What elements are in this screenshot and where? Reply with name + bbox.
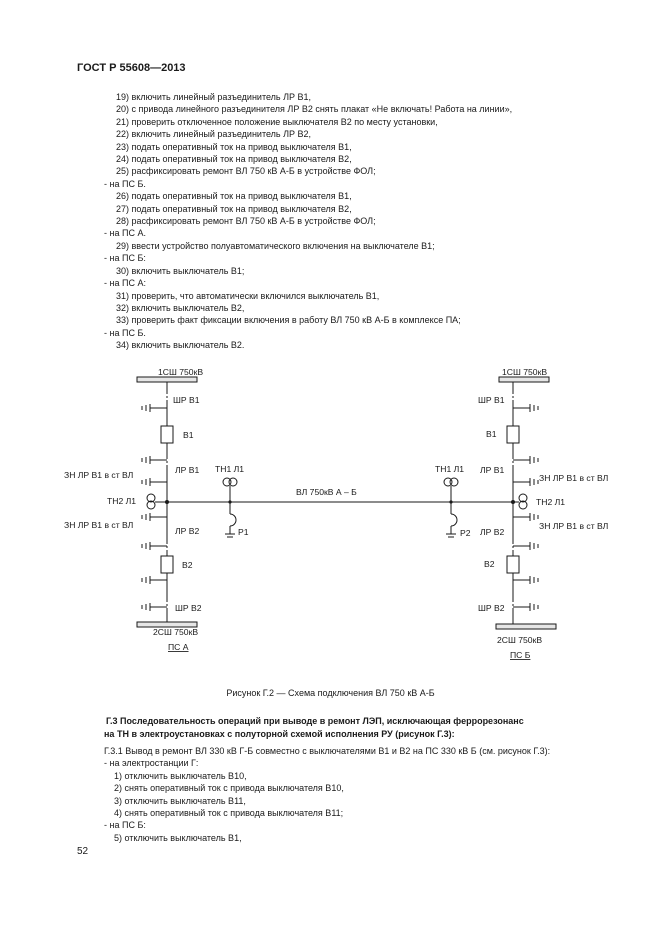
right-bottom-bus [495,623,557,630]
step-item: 26) подать оперативный ток на привод вык… [116,191,352,202]
right-bus-top-label: 1СШ 750кВ [502,367,547,377]
right-tn2-label: ТН2 Л1 [536,497,565,507]
left-breaker-b2 [160,555,174,574]
right-lr-bottom-label: ЛР В2 [480,527,504,537]
left-top-bus [136,376,198,383]
left-tn2-label: ТН2 Л1 [107,496,136,506]
left-lr-top-label: ЛР В1 [175,465,199,475]
step-item: 23) подать оперативный ток на привод вык… [116,141,352,152]
section-title-line-1: Г.3 Последовательность операций при выво… [106,716,524,726]
page-number: 52 [77,846,89,857]
right-breaker-bottom-label: В2 [484,559,495,569]
station-heading: - на ПС Б: [104,820,146,831]
left-lr-bottom-label: ЛР В2 [175,526,199,536]
line-label: ВЛ 750кВ А – Б [296,487,357,497]
right-top-bus [498,376,550,383]
section-title: Г.3 Последовательность операций при выво… [104,715,626,740]
step-item: 32) включить выключатель В2, [116,302,245,313]
left-bus-bottom-label: 2СШ 750кВ [153,627,198,637]
step-item: 19) включить линейный разъединитель ЛР В… [116,92,312,102]
right-zn-top-label: ЗН ЛР В1 в ст ВЛ [539,473,608,483]
step-item: 2) снять оперативный ток с привода выклю… [114,783,344,794]
left-breaker-top-label: В1 [183,430,194,440]
step-item: 24) подать оперативный ток на привод вык… [116,154,352,165]
right-breaker-top-label: В1 [486,429,497,439]
step-item: 28) расфиксировать ремонт ВЛ 750 кВ А-Б … [116,216,376,227]
left-shr-top-label: ШР В1 [173,395,200,405]
section-body: Г.3.1 Вывод в ремонт ВЛ 330 кВ Г-Б совме… [104,745,644,844]
steps-list-top: 19) включить линейный разъединитель ЛР В… [104,91,626,352]
station-heading: - на ПС А: [104,278,146,289]
step-item: 20) с привода линейного разъединителя ЛР… [116,104,513,115]
station-heading: - на электростанции Г: [104,758,199,769]
section-title-line-2: на ТН в электроустановках с полуторной с… [104,728,455,739]
document-header: ГОСТ Р 55608—2013 [77,62,186,74]
right-reactor-label: Р2 [460,528,471,538]
step-item: 3) отключить выключатель В11, [114,795,246,806]
right-zn-bottom-label: ЗН ЛР В1 в ст ВЛ [539,521,608,531]
right-lr-top-label: ЛР В1 [480,465,504,475]
station-heading: - на ПС Б: [104,253,146,264]
right-breaker-b2 [506,555,520,574]
step-item: 31) проверить, что автоматически включил… [116,290,380,301]
step-item: 33) проверить факт фиксации включения в … [116,315,461,326]
right-shr-bottom-label: ШР В2 [478,603,505,613]
step-item: 25) расфиксировать ремонт ВЛ 750 кВ А-Б … [116,166,376,177]
right-breaker-b1 [506,425,520,444]
left-tn1-label: ТН1 Л1 [215,464,244,474]
left-breaker-b1 [160,425,174,444]
steps-list-bottom: - на электростанции Г:1) отключить выклю… [104,757,644,844]
step-item: 4) снять оперативный ток с привода выклю… [114,808,344,819]
figure-caption: Рисунок Г.2 — Схема подключения ВЛ 750 к… [226,688,435,698]
step-item: 27) подать оперативный ток на привод вык… [116,203,352,214]
step-item: 34) включить выключатель В2. [116,340,245,351]
right-bus-bottom-label: 2СШ 750кВ [497,635,542,645]
left-shr-bottom-label: ШР В2 [175,603,202,613]
left-bus-top-label: 1СШ 750кВ [158,367,203,377]
right-station-label: ПС Б [510,650,531,660]
right-ground-switches [513,404,539,611]
connection-diagram: 1СШ 750кВ ШР В1 В1 ЗН ЛР В1 в ст ВЛ ЛР В… [64,367,608,660]
left-zn-bottom-label: ЗН ЛР В1 в ст ВЛ [64,520,133,530]
station-heading: - на ПС Б. [104,327,146,338]
step-item: 29) ввести устройство полуавтоматическог… [116,240,435,251]
left-reactor-label: Р1 [238,527,249,537]
left-station-label: ПС А [168,642,189,652]
station-heading: - на ПС А. [104,228,146,239]
step-item: 30) включить выключатель В1; [116,265,245,276]
step-item: 21) проверить отключенное положение выкл… [116,116,438,127]
station-heading: - на ПС Б. [104,178,146,189]
left-zn-top-label: ЗН ЛР В1 в ст ВЛ [64,470,133,480]
right-shr-top-label: ШР В1 [478,395,505,405]
step-item: 5) отключить выключатель В1, [114,832,242,843]
step-item: 1) отключить выключатель В10, [114,770,247,781]
left-bottom-bus [136,621,198,628]
left-breaker-bottom-label: В2 [182,560,193,570]
left-ground-switches [141,404,167,611]
right-tn1-label: ТН1 Л1 [435,464,464,474]
section-intro: Г.3.1 Вывод в ремонт ВЛ 330 кВ Г-Б совме… [104,746,551,756]
step-item: 22) включить линейный разъединитель ЛР В… [116,129,312,140]
